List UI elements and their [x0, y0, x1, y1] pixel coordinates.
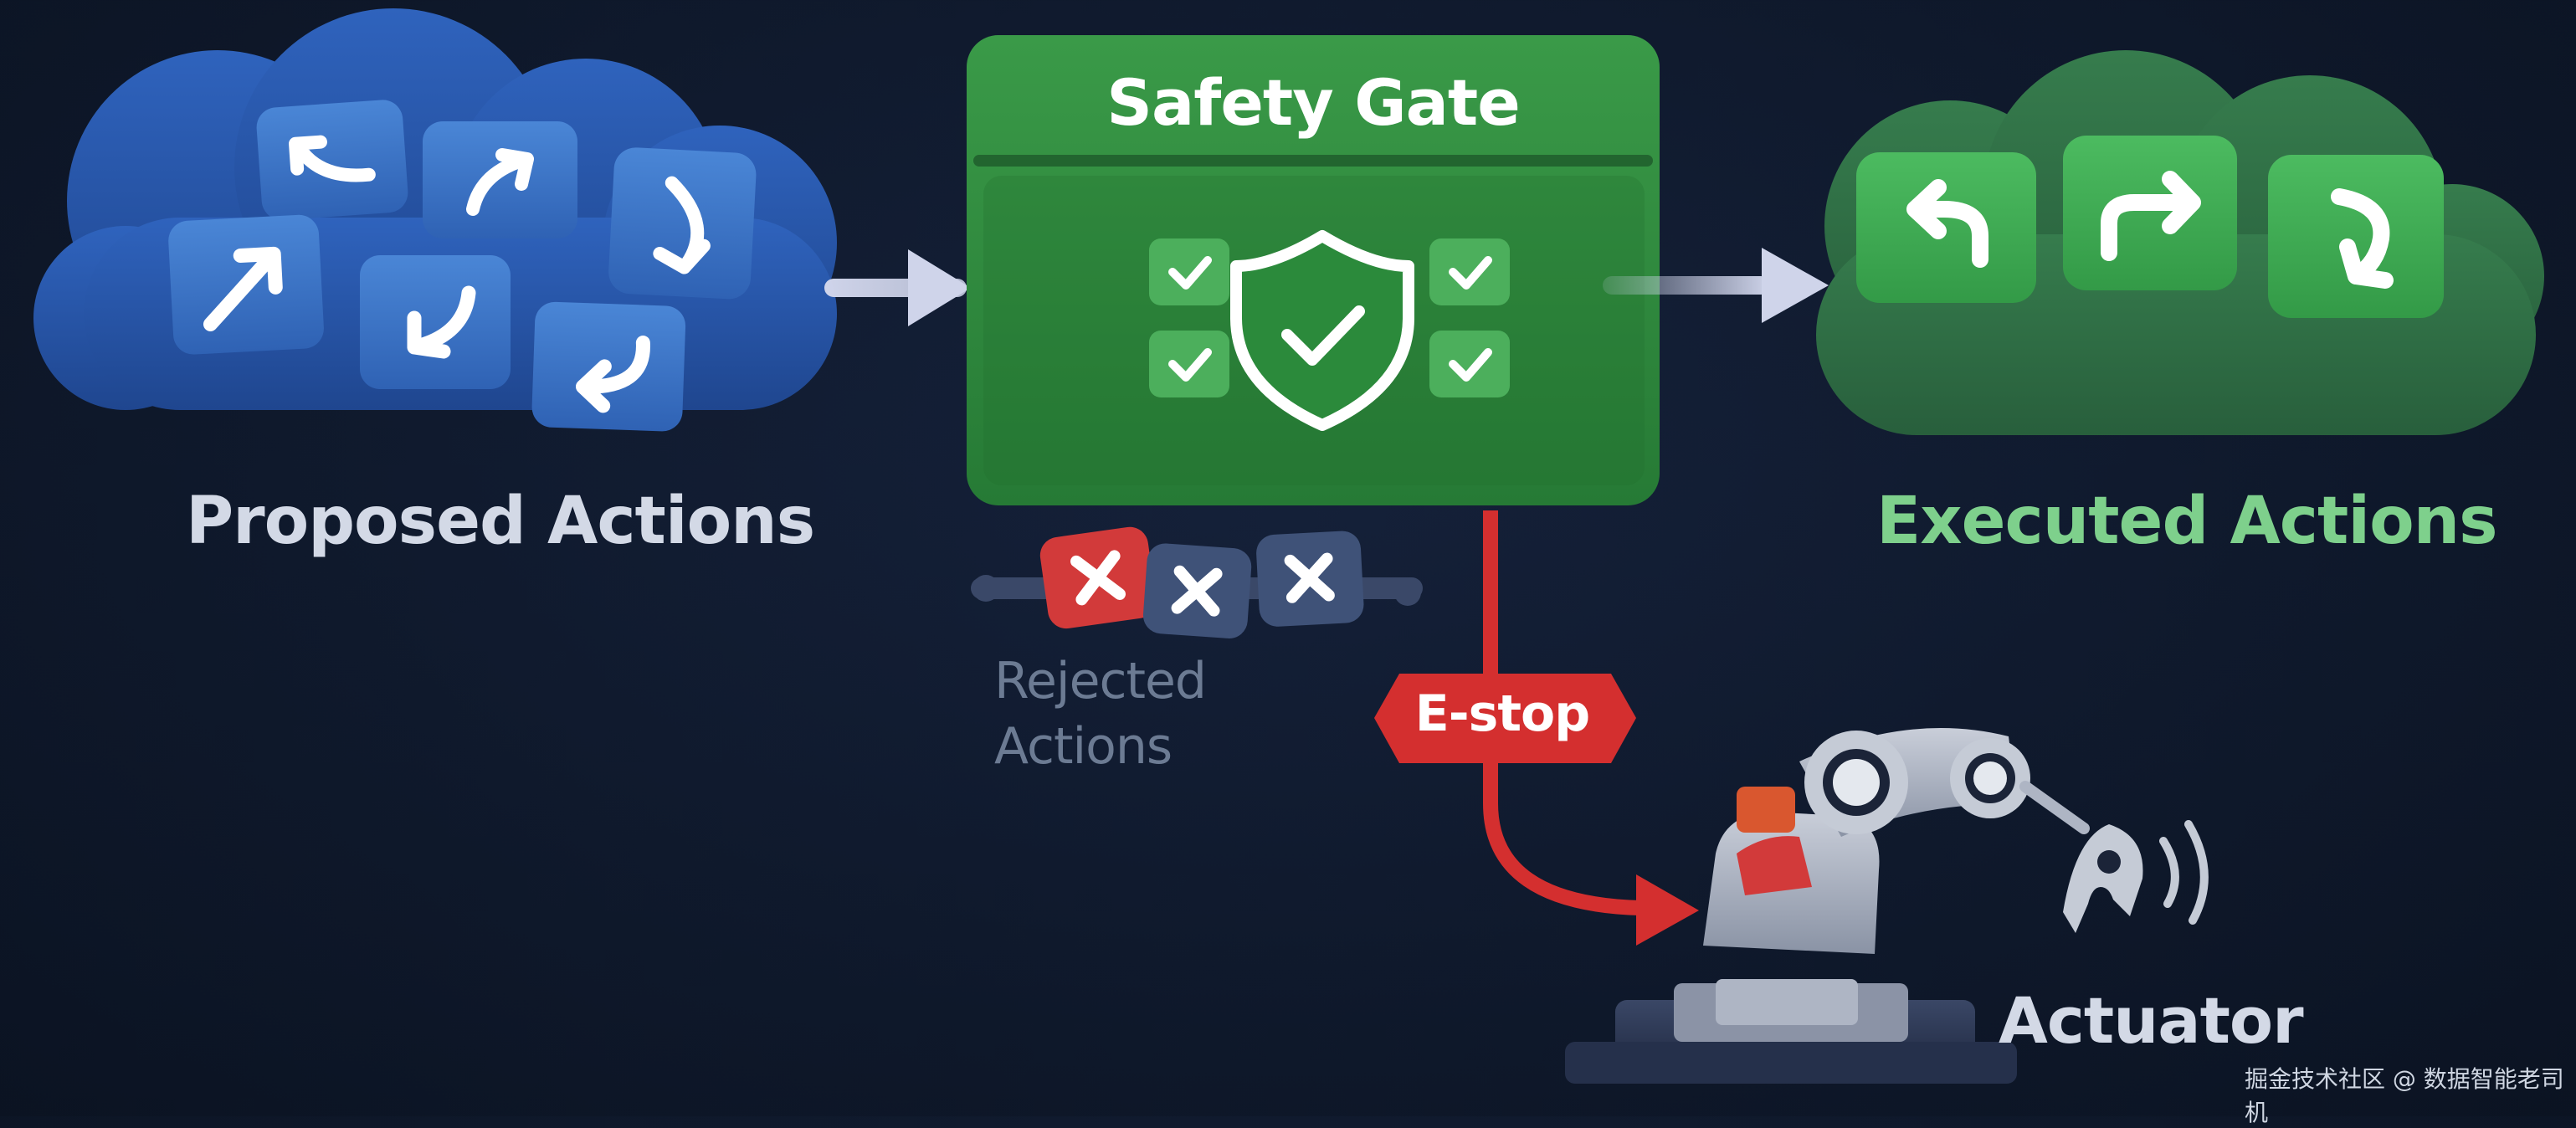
proposed-actions-label: Proposed Actions	[186, 484, 815, 559]
arrow-curve-down-icon	[2268, 155, 2444, 318]
x-icon	[1039, 526, 1157, 629]
rejected-actions-label: Rejected Actions	[994, 649, 1207, 779]
rejected-label-line1: Rejected	[994, 652, 1207, 710]
executed-action-tiles	[1856, 136, 2444, 318]
arrow-curve-down-icon	[608, 147, 757, 300]
x-icon	[1142, 543, 1252, 638]
actuator-label: Actuator	[1999, 983, 2304, 1058]
arrow-uturn-left-icon	[1856, 152, 2036, 303]
shield-check-icon	[1230, 230, 1414, 431]
proposed-action-tiles	[168, 100, 757, 432]
arrow-turn-right-icon	[2063, 136, 2237, 290]
watermark: 掘金技术社区 @ 数据智能老司机	[2245, 1065, 2564, 1126]
executed-actions-label: Executed Actions	[1876, 484, 2498, 559]
output-arrow	[1603, 248, 1829, 323]
estop-badge	[1374, 674, 1636, 763]
robot-arm-icon	[1565, 728, 2209, 1084]
check-icon	[1149, 331, 1229, 397]
arrow-down-left-icon	[360, 255, 511, 389]
arrow-up-right-icon	[168, 214, 324, 355]
arrow-return-left-icon	[531, 301, 686, 432]
check-icon	[1429, 331, 1510, 397]
check-icon	[1429, 238, 1510, 305]
gate-checks	[1149, 238, 1510, 397]
rejected-label-line2: Actions	[994, 717, 1173, 776]
estop-line	[1483, 510, 1699, 946]
arrow-up-right-icon	[423, 121, 577, 238]
estop-label: E-stop	[1414, 684, 1590, 743]
check-icon	[1149, 238, 1229, 305]
x-icon	[1256, 531, 1364, 627]
safety-gate-title: Safety Gate	[1106, 65, 1521, 140]
arrow-turn-up-left-icon	[256, 100, 408, 221]
rejected-actions-chain	[971, 526, 1423, 638]
